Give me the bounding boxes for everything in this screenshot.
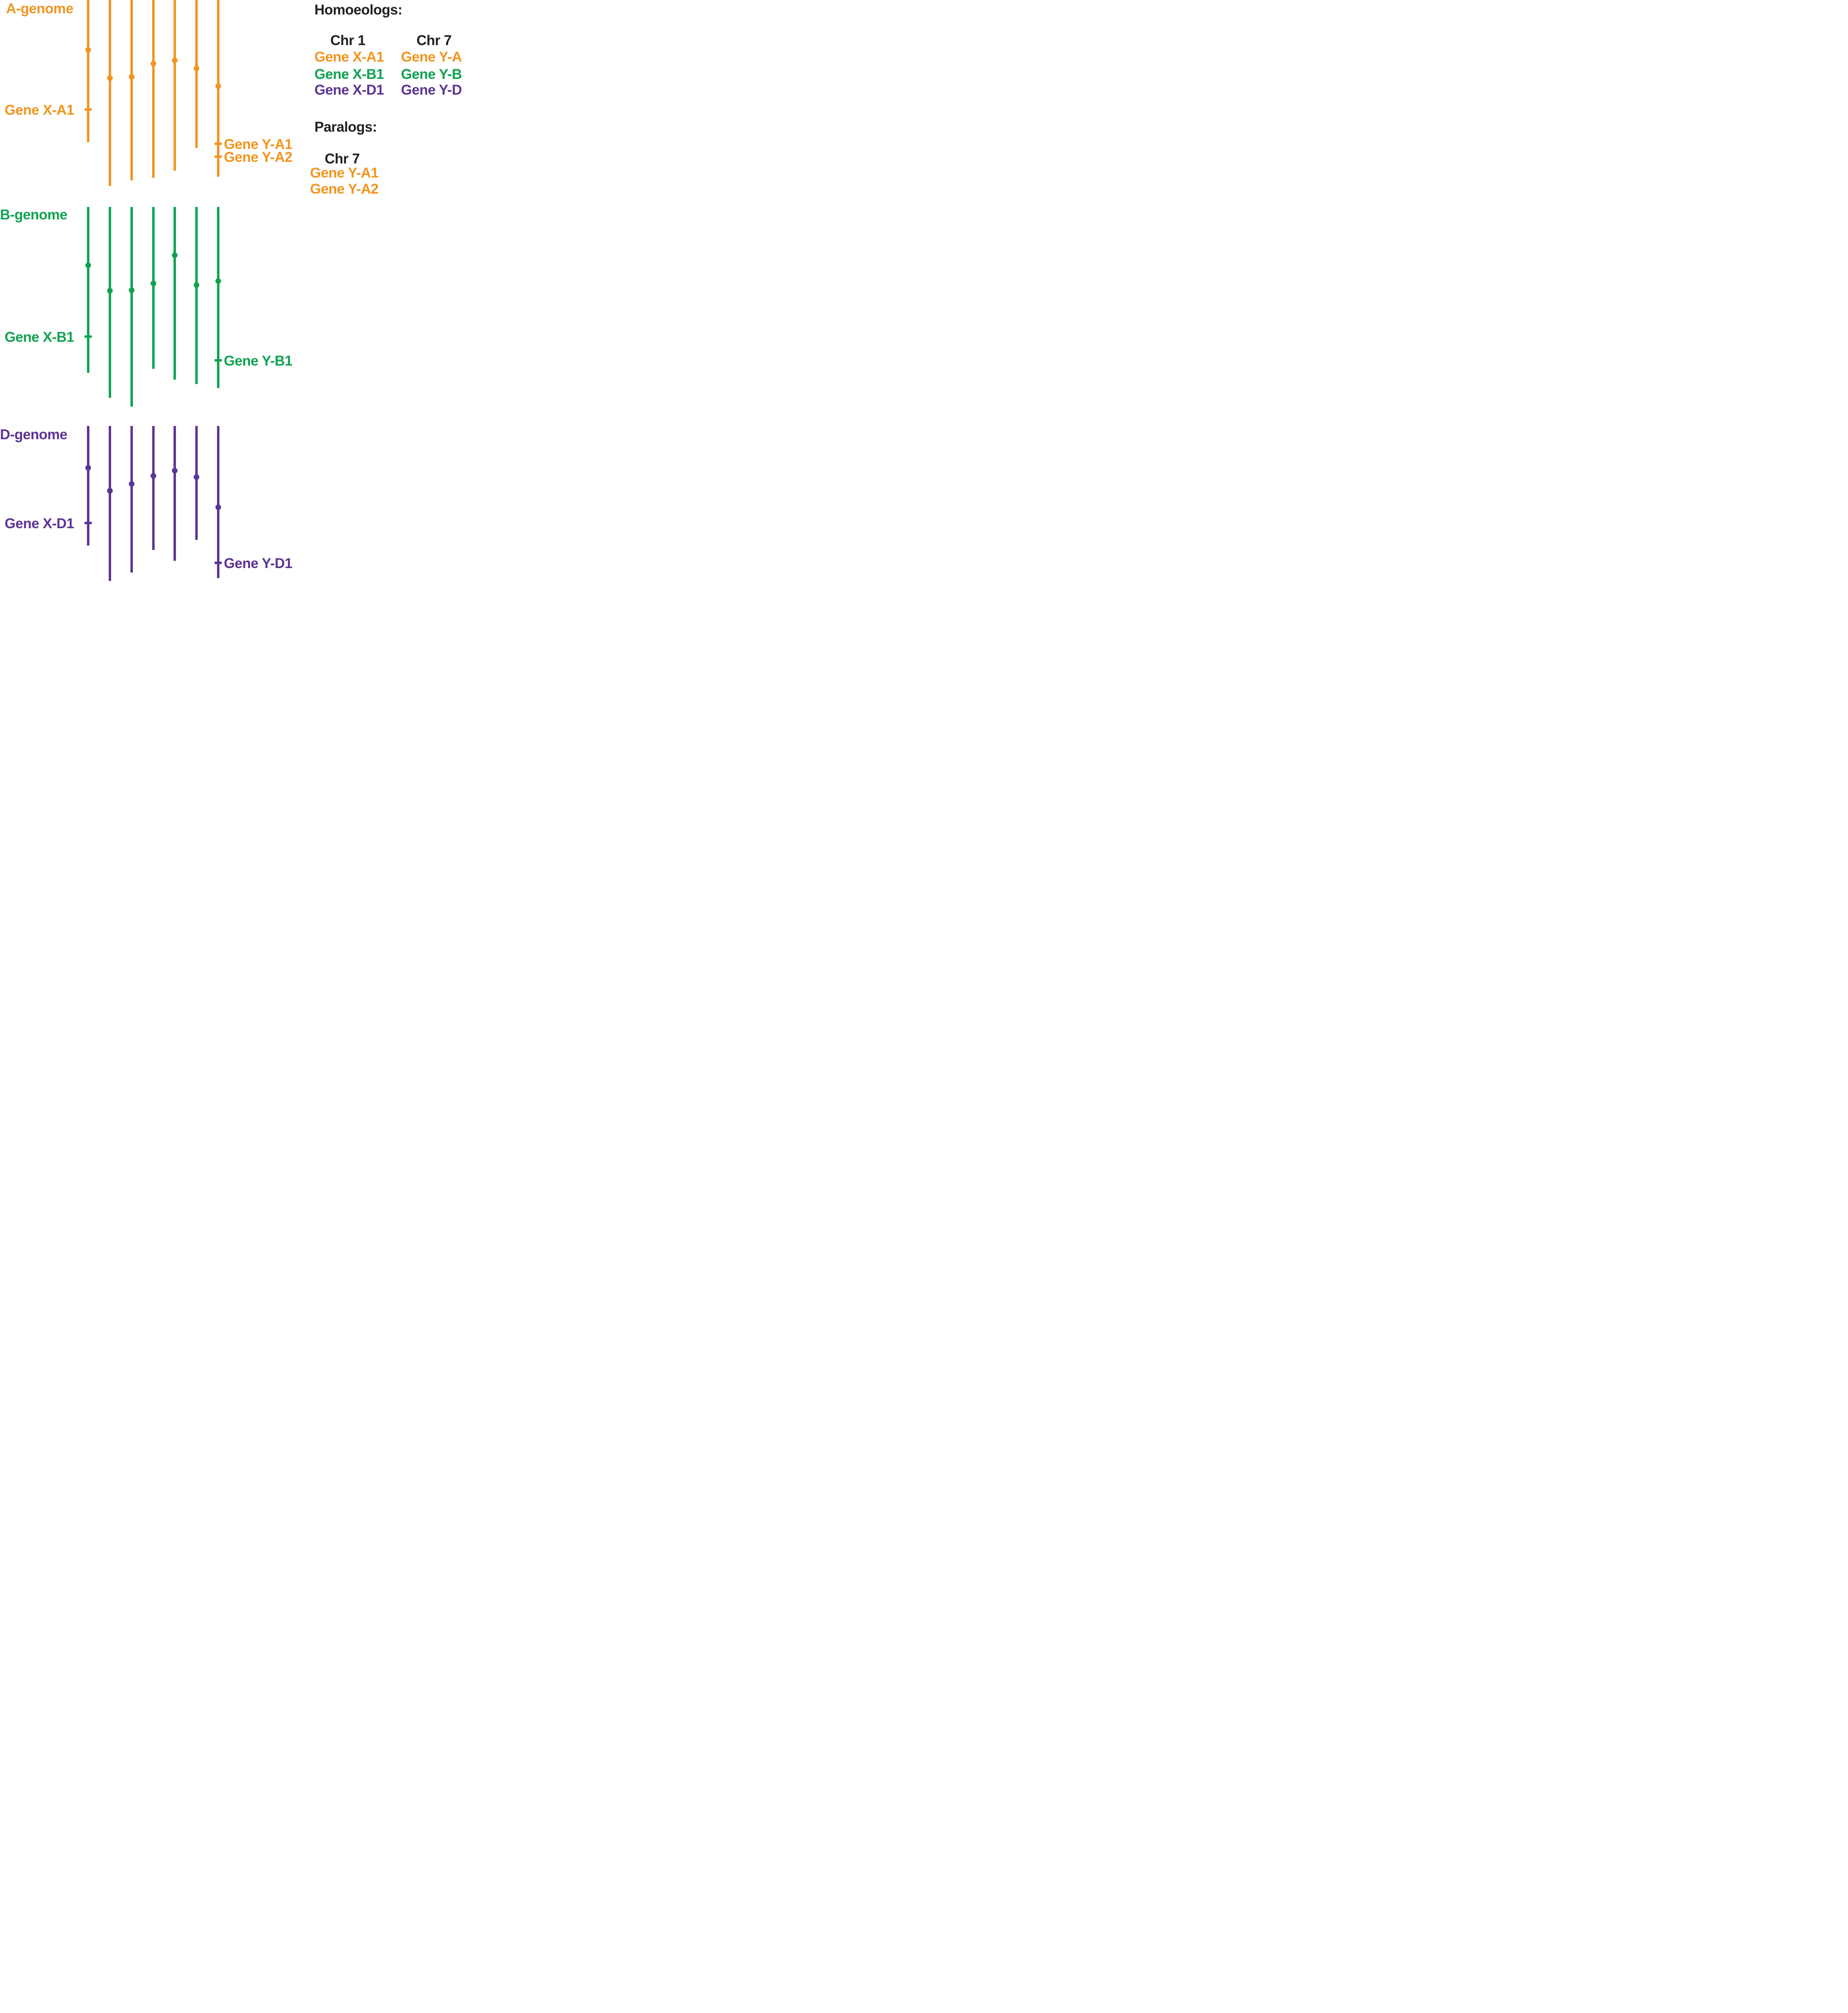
b-genome-chromosome-3-centromere (129, 287, 134, 293)
b-genome-chromosome-2 (109, 207, 111, 398)
paralogs-gene-y-a1: Gene Y-A1 (310, 165, 378, 181)
paralogs-heading: Paralogs: (314, 119, 377, 135)
b-genome-chromosome-5-centromere (172, 252, 178, 258)
paralogs-chr7-header: Chr 7 (325, 151, 360, 167)
d-genome-chromosome-7 (217, 426, 219, 578)
gene-y-a2-label: Gene Y-A2 (224, 149, 292, 165)
d-genome-chromosome-2 (109, 426, 111, 581)
d-genome-chromosome-3 (130, 426, 133, 572)
legend-gene-x-b1: Gene X-B1 (314, 66, 384, 82)
a-genome-chromosome-1 (87, 0, 89, 142)
b-genome-chromosome-7-centromere (215, 278, 221, 284)
gene-y-b1-tick (215, 359, 222, 362)
b-genome-chromosome-3 (130, 207, 133, 407)
b-genome-chromosome-1-centromere (85, 262, 91, 268)
legend-gene-x-a1: Gene X-A1 (314, 49, 384, 65)
d-genome-chromosome-6 (195, 426, 198, 540)
gene-y-a2-tick (215, 155, 222, 158)
gene-y-d1-label: Gene Y-D1 (224, 556, 292, 571)
d-genome-chromosome-6-centromere (194, 474, 199, 480)
legend-chr7-header: Chr 7 (416, 33, 452, 48)
d-genome-label: D-genome (0, 427, 68, 442)
gene-x-b1-label: Gene X-B1 (4, 329, 74, 345)
a-genome-chromosome-6-centromere (194, 66, 199, 71)
a-genome-chromosome-5-centromere (172, 58, 178, 63)
d-genome-chromosome-4 (152, 426, 155, 550)
b-genome-chromosome-6-centromere (194, 282, 199, 288)
gene-y-a1-tick (215, 143, 222, 145)
b-genome-chromosome-6 (195, 207, 198, 384)
paralogs-gene-y-a2: Gene Y-A2 (310, 181, 378, 197)
b-genome-chromosome-1 (87, 207, 89, 373)
a-genome-chromosome-1-centromere (85, 47, 91, 53)
a-genome-label: A-genome (6, 1, 74, 17)
b-genome-chromosome-2-centromere (107, 288, 113, 293)
d-genome-chromosome-2-centromere (107, 488, 113, 494)
homoeologs-heading: Homoeologs: (314, 2, 403, 18)
b-genome-chromosome-4-centromere (150, 281, 156, 286)
d-genome-chromosome-1 (87, 426, 89, 546)
d-genome-chromosome-5 (174, 426, 176, 561)
a-genome-chromosome-5 (174, 0, 176, 171)
legend-gene-x-d1: Gene X-D1 (314, 82, 384, 98)
gene-y-d1-tick (215, 562, 222, 564)
gene-x-d1-tick (85, 522, 92, 524)
legend-gene-y-b1: Gene Y-B1 (401, 66, 462, 82)
d-genome-chromosome-1-centromere (85, 465, 91, 471)
gene-y-b1-label: Gene Y-B1 (224, 353, 292, 369)
a-genome-chromosome-3-centromere (129, 74, 134, 80)
b-genome-chromosome-7 (217, 207, 219, 388)
d-genome-chromosome-4-centromere (150, 473, 156, 479)
a-genome-chromosome-7-centromere (215, 83, 221, 89)
a-genome-chromosome-2 (109, 0, 111, 186)
a-genome-chromosome-4-centromere (150, 61, 156, 66)
d-genome-chromosome-7-centromere (215, 504, 221, 510)
gene-x-a1-tick (85, 108, 92, 111)
gene-x-a1-label: Gene X-A1 (4, 102, 74, 118)
d-genome-chromosome-5-centromere (172, 468, 178, 473)
legend-gene-y-a1: Gene Y-A1 (401, 49, 462, 65)
legend-gene-y-d1: Gene Y-D1 (401, 82, 462, 98)
b-genome-chromosome-5 (174, 207, 176, 380)
b-genome-label: B-genome (0, 207, 68, 223)
d-genome-chromosome-3-centromere (129, 481, 134, 487)
a-genome-chromosome-6 (195, 0, 198, 148)
gene-x-d1-label: Gene X-D1 (4, 516, 74, 531)
legend-chr1-header: Chr 1 (330, 33, 366, 48)
a-genome-chromosome-2-centromere (107, 75, 113, 81)
gene-y-a1-label: Gene Y-A1 (224, 136, 292, 152)
a-genome-chromosome-4 (152, 0, 155, 178)
gene-x-b1-tick (85, 335, 92, 338)
a-genome-chromosome-3 (130, 0, 133, 180)
b-genome-chromosome-4 (152, 207, 155, 369)
